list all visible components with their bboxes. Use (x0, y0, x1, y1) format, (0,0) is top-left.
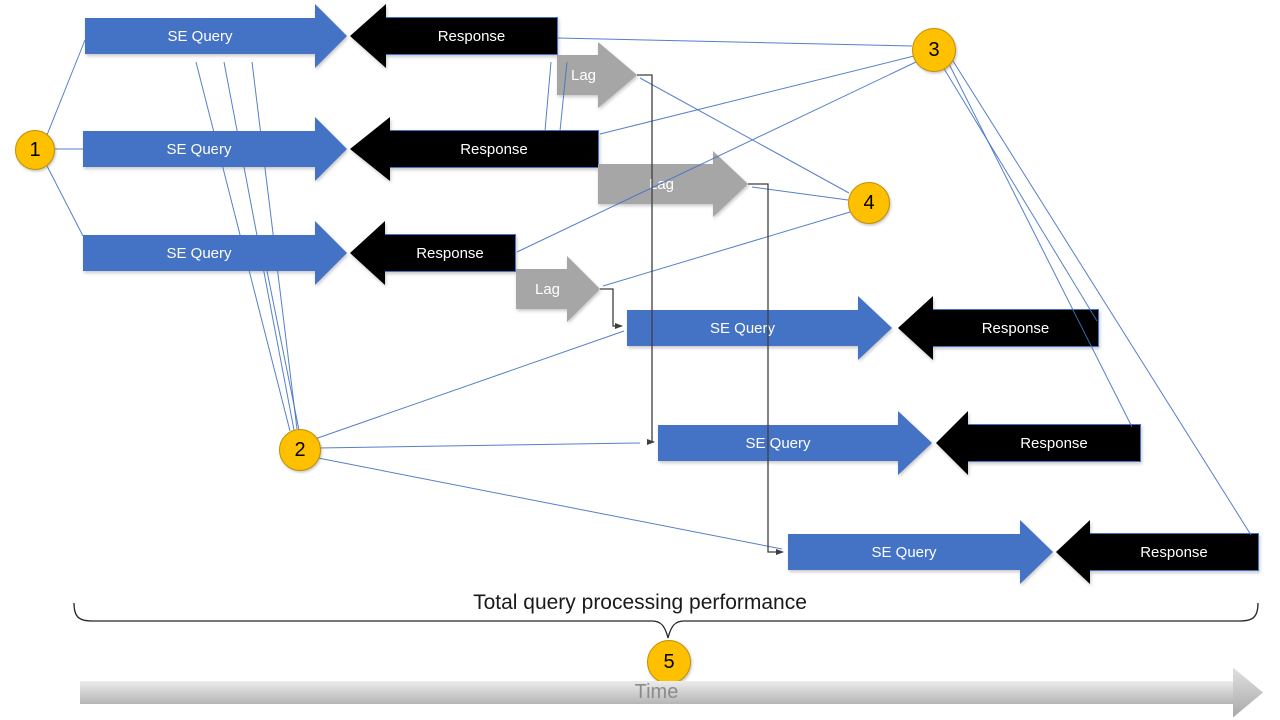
arrow-body (516, 269, 567, 309)
se-query-arrow: SE Query (83, 117, 347, 181)
arrowhead-right-icon (898, 411, 932, 475)
relation-line (948, 63, 1133, 428)
step-circle-2: 2 (279, 429, 321, 471)
relation-line (46, 39, 86, 136)
se-query-arrow: SE Query (85, 4, 347, 68)
arrow-body (85, 18, 315, 54)
relation-line (311, 330, 625, 441)
relation-line (602, 211, 851, 287)
response-arrow: Response (350, 117, 598, 181)
step-circle-3: 3 (912, 28, 956, 72)
arrowhead-right-icon (567, 256, 600, 322)
relation-line (266, 270, 300, 431)
arrow-body (1090, 534, 1258, 570)
arrowhead-right-icon (713, 151, 748, 217)
se-query-arrow: SE Query (788, 520, 1053, 584)
arrow-body (968, 425, 1140, 461)
response-arrow: Response (936, 411, 1140, 475)
time-axis-bar (80, 681, 1233, 704)
step-circle-4: 4 (848, 182, 890, 224)
arrow-body (385, 235, 515, 271)
arrowhead-right-icon (1020, 520, 1053, 584)
arrow-body (386, 18, 557, 54)
relation-line (942, 66, 1098, 322)
se-query-arrow: SE Query (83, 221, 347, 285)
arrowhead-right-icon (858, 296, 892, 360)
arrow-body (557, 55, 598, 95)
summary-title: Total query processing performance (473, 591, 807, 614)
arrow-body (627, 310, 858, 346)
relation-line (751, 186, 849, 201)
time-axis-arrowhead-icon (1233, 667, 1263, 718)
arrowhead-left-icon (350, 4, 386, 68)
arrow-body (83, 235, 315, 271)
arrowhead-right-icon (315, 4, 347, 68)
arrow-body (83, 131, 315, 167)
step-circle-5: 5 (647, 640, 691, 684)
response-arrow: Response (898, 296, 1098, 360)
arrow-body (933, 310, 1098, 346)
response-arrow: Response (1056, 520, 1258, 584)
elbow-connector (748, 183, 784, 555)
arrowhead-left-icon (350, 117, 390, 181)
arrow-body (788, 534, 1020, 570)
time-axis-label: Time (634, 681, 679, 703)
arrowhead-left-icon (1056, 520, 1090, 584)
lag-arrow: Lag (516, 256, 600, 322)
arrowhead-right-icon (598, 42, 637, 108)
se-query-arrow: SE Query (627, 296, 892, 360)
arrowhead-right-icon (315, 117, 347, 181)
step-circle-1: 1 (15, 130, 55, 170)
arrow-body (598, 164, 713, 204)
arrowhead-left-icon (936, 411, 968, 475)
arrow-body (658, 425, 898, 461)
relation-line (599, 55, 915, 135)
response-arrow: Response (350, 4, 557, 68)
lag-arrow: Lag (598, 151, 748, 217)
elbow-connector (600, 288, 623, 329)
se-query-arrow: SE Query (658, 411, 932, 475)
elbow-connector (637, 74, 655, 445)
arrowhead-right-icon (315, 221, 347, 285)
relation-line (317, 442, 641, 449)
relation-line (45, 163, 84, 237)
arrowhead-left-icon (350, 221, 385, 285)
arrowhead-left-icon (898, 296, 933, 360)
response-arrow: Response (350, 221, 515, 285)
arrow-body (390, 131, 598, 167)
lag-arrow: Lag (557, 42, 637, 108)
